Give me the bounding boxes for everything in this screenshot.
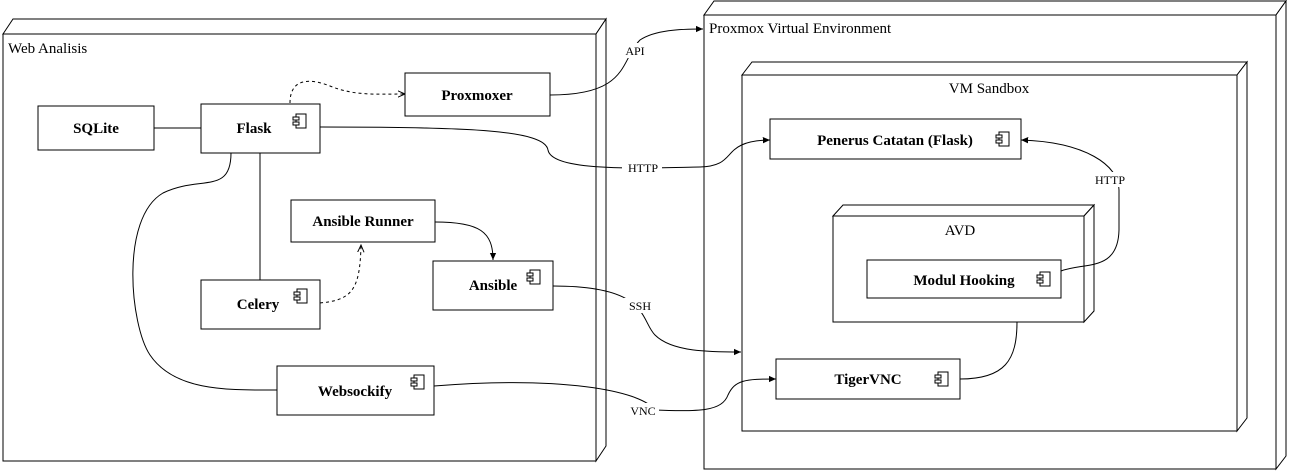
ansible-runner-ansible-link [434,221,497,261]
flask-component[interactable]: Flask [200,103,321,154]
flask-penerus-link [319,126,771,169]
penerus-catatan-label: Penerus Catatan (Flask) [817,133,973,149]
websockify-label: Websockify [318,384,393,400]
websockify-component[interactable]: Websockify [276,365,435,416]
http-edge-label: HTTP [628,161,658,175]
modul-hooking-component[interactable]: Modul Hooking [866,259,1062,299]
ssh-edge-label: SSH [629,299,651,313]
proxmoxer-component[interactable]: Proxmoxer [404,72,551,117]
celery-ansible-runner-link [319,245,361,304]
tigervnc-component[interactable]: TigerVNC [775,358,961,400]
flask-websockify-link [132,152,278,391]
tigervnc-avd-link [959,321,1018,380]
ansible-runner-label: Ansible Runner [312,214,414,230]
flask-proxmoxer-link [289,80,405,104]
vm-sandbox-label: VM Sandbox [949,81,1030,97]
avd-label: AVD [945,223,976,239]
proxmoxer-label: Proxmoxer [441,88,513,104]
http-hooking-edge-label: HTTP [1095,173,1125,187]
ansible-label: Ansible [469,278,518,294]
penerus-catatan-component[interactable]: Penerus Catatan (Flask) [769,118,1022,160]
vnc-edge-label: VNC [630,404,655,418]
celery-component[interactable]: Celery [200,279,321,330]
ansible-component[interactable]: Ansible [432,260,554,311]
hooking-penerus-link [1020,137,1120,272]
api-edge-label: API [625,44,644,58]
celery-label: Celery [237,297,280,313]
modul-hooking-label: Modul Hooking [913,273,1015,289]
proxmox-label: Proxmox Virtual Environment [709,21,892,37]
sqlite-component[interactable]: SQLite [37,105,155,151]
ansible-runner-component[interactable]: Ansible Runner [290,199,436,243]
websockify-tigervnc-link [433,375,777,412]
web-analisis-label: Web Analisis [8,41,87,57]
edge-labels: API HTTP HTTP SSH VNC [622,43,1130,418]
sqlite-label: SQLite [73,121,119,137]
ansible-vm-link [552,285,742,356]
flask-label: Flask [236,121,272,137]
tigervnc-label: TigerVNC [834,372,901,388]
